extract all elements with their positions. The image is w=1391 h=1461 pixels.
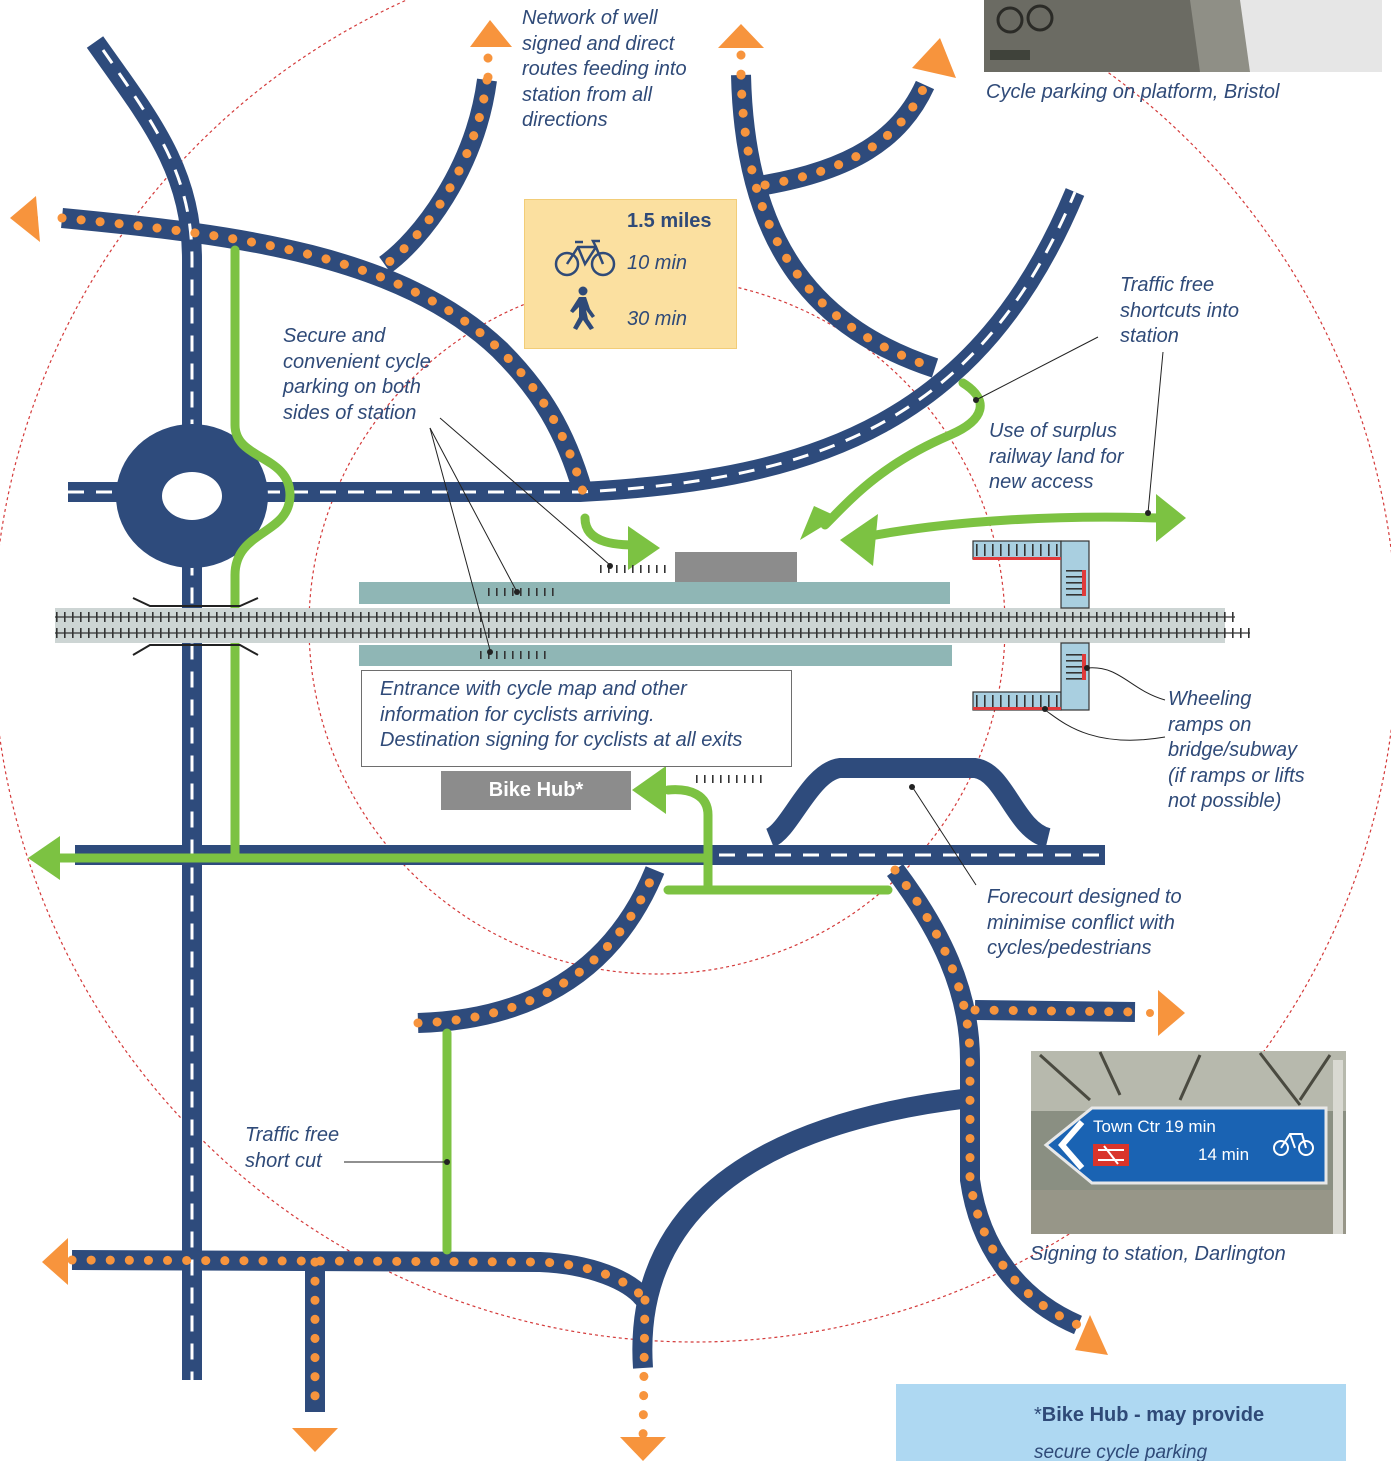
arrow-south-2 [620, 1437, 666, 1461]
sign-line-1: Town Ctr 19 min [1093, 1117, 1216, 1136]
road-south-curve [632, 1088, 972, 1369]
entrance-text-3: Destination signing for cyclists at all … [380, 729, 743, 751]
entrance-text-1: Entrance with cycle map and other [380, 678, 687, 700]
rail-bridge-marks [132, 597, 259, 656]
roundabout-island [162, 472, 222, 520]
road-south-west-east [71, 1250, 653, 1307]
cycle-time-label: 10 min [627, 252, 688, 274]
sign-line-2: 14 min [1198, 1145, 1249, 1164]
wheeling-ramp-1 [973, 557, 1061, 560]
road-west-north [86, 36, 202, 1380]
wheeling-ramp-4 [1082, 654, 1086, 680]
entrance-text-2: information for cyclists arriving. [380, 703, 655, 726]
bike-hub-label: Bike Hub* [488, 779, 584, 801]
short-cut-annotation: Traffic free short cut [245, 1124, 340, 1172]
road-forecourt-loop [764, 758, 1052, 848]
bike-hub-legend: *Bike Hub - may provide secure cycle par… [896, 1384, 1346, 1461]
photo-darlington-sign: Town Ctr 19 min 14 min [1031, 1051, 1346, 1234]
bicycle-icon [554, 239, 616, 277]
arrow-east [1158, 990, 1185, 1036]
arrow-west [10, 196, 40, 242]
darlington-photo-caption: Signing to station, Darlington [1030, 1243, 1286, 1265]
arrow-south-1 [292, 1428, 338, 1452]
traffic-free-paths [55, 245, 1165, 1255]
north-station-building [675, 552, 797, 582]
railway [55, 597, 1250, 656]
wheeling-ramp-3 [973, 707, 1061, 710]
arrow-northeast [912, 38, 956, 78]
green-path-east-link [855, 512, 1165, 543]
surplus-land-annotation: Use of surplus railway land for new acce… [989, 420, 1124, 493]
forecourt-annotation: Forecourt designed to minimise conflict … [987, 886, 1182, 959]
footbridge-stairs [972, 540, 1090, 711]
parking-annotation: Secure and convenient cycle parking on b… [283, 325, 431, 424]
road-south-central-arc [417, 866, 665, 1033]
arrow-southwest [42, 1238, 68, 1285]
wheeling-ramp-2 [1082, 570, 1086, 596]
legend-title: *Bike Hub - may provide [1034, 1404, 1265, 1426]
signed-cycle-routes [57, 50, 1140, 1445]
leader-dots [444, 397, 1151, 1165]
green-path-west [230, 245, 295, 860]
walk-time-label: 30 min [627, 308, 688, 330]
entrance-info-box: Entrance with cycle map and other inform… [361, 670, 792, 767]
road-northeast-spur [763, 80, 935, 195]
distance-label: 1.5 miles [627, 210, 712, 232]
distance-time-box: 1.5 miles 10 min 30 min [524, 199, 737, 349]
network-annotation: Network of well signed and direct routes… [522, 7, 687, 131]
photo-bristol-cycle-parking [984, 0, 1382, 72]
wheeling-ramps-annotation: Wheeling ramps on bridge/subway (if ramp… [1168, 688, 1305, 812]
platform-south [359, 645, 952, 666]
platform-north [359, 582, 950, 604]
arrow-southeast [1075, 1315, 1108, 1355]
green-path-surplus-land [820, 378, 985, 530]
sign-bicycle-icon [1273, 1133, 1314, 1156]
arrow-north-2 [718, 24, 764, 48]
arrow-north-1 [470, 20, 512, 47]
leader-lines [344, 336, 1166, 1163]
station-buildings [441, 552, 797, 810]
legend-item: secure cycle parking [1034, 1442, 1208, 1461]
roundabout [116, 424, 268, 568]
road-north-feeder [378, 78, 497, 274]
cycle-parking-stands [476, 565, 765, 783]
platforms [359, 582, 952, 666]
route-arrowheads [10, 20, 1185, 1461]
bristol-photo-caption: Cycle parking on platform, Bristol [986, 81, 1280, 103]
bike-hub-building [441, 771, 631, 810]
shortcuts-annotation: Traffic free shortcuts into station [1120, 274, 1239, 347]
green-arrowheads [28, 494, 1186, 880]
walking-person-icon [570, 286, 595, 330]
green-path-hub-link [663, 785, 893, 895]
